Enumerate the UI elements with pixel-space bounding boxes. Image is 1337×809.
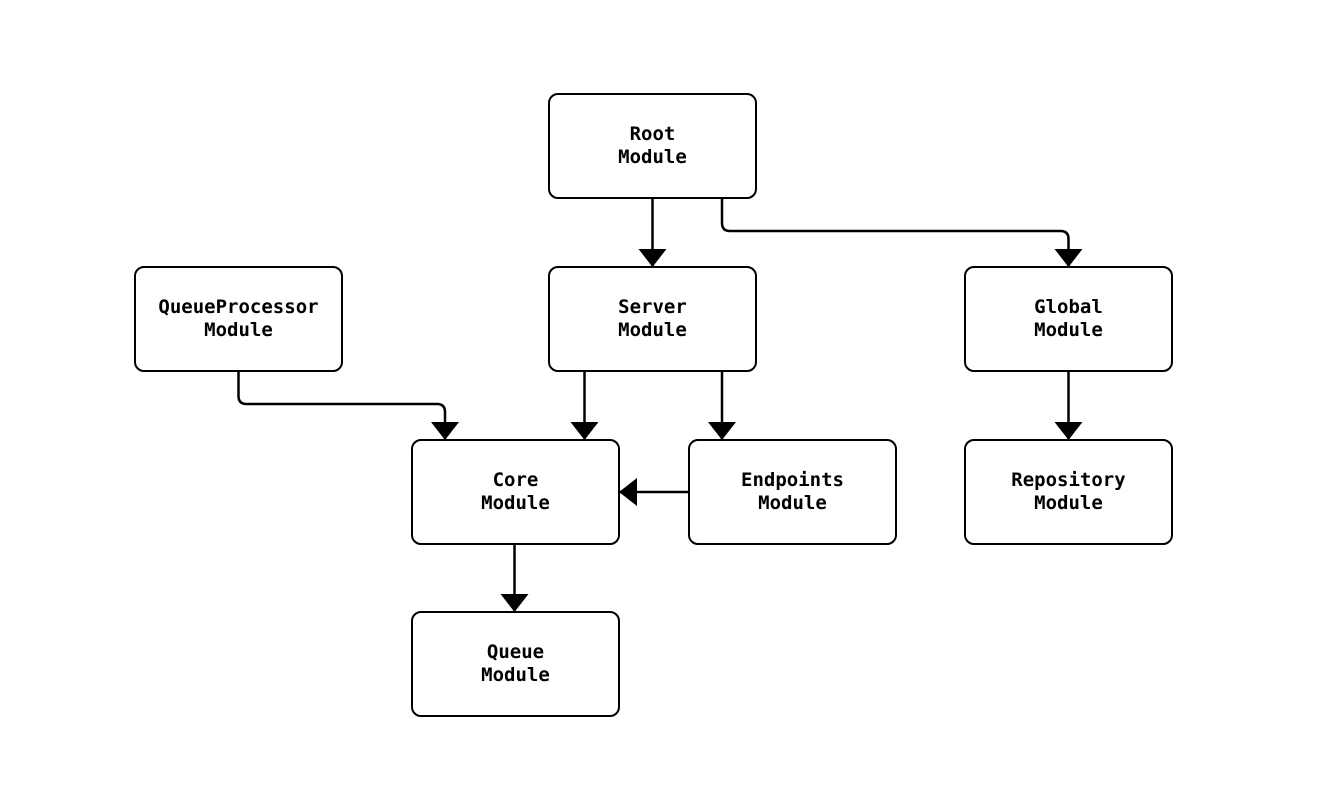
node-label-line1: Repository bbox=[1011, 469, 1126, 491]
node-label-line1: Global bbox=[1034, 296, 1103, 318]
node-core-module: Core Module bbox=[411, 439, 620, 545]
node-label-line1: Root bbox=[629, 123, 676, 145]
node-global-module: Global Module bbox=[964, 266, 1173, 372]
node-server-module: Server Module bbox=[548, 266, 757, 372]
node-label-line1: QueueProcessor bbox=[158, 296, 319, 318]
edge-queueprocessor-to-core bbox=[237, 372, 459, 440]
node-queueprocessor-module: QueueProcessor Module bbox=[134, 266, 343, 372]
node-repository-module: Repository Module bbox=[964, 439, 1173, 545]
node-label-line2: Module bbox=[758, 492, 827, 514]
node-endpoints-module: Endpoints Module bbox=[688, 439, 897, 545]
node-root-module: Root Module bbox=[548, 93, 757, 199]
node-label-line2: Module bbox=[204, 319, 273, 341]
node-label-line1: Queue bbox=[486, 641, 545, 663]
node-label-line2: Module bbox=[1034, 492, 1103, 514]
node-label-line2: Module bbox=[618, 146, 687, 168]
node-label-line2: Module bbox=[618, 319, 687, 341]
node-queue-module: Queue Module bbox=[411, 611, 620, 717]
node-label-line2: Module bbox=[481, 664, 550, 686]
edge-root-to-global bbox=[720, 199, 1083, 267]
node-label-line1: Server bbox=[618, 296, 687, 318]
node-label-line1: Endpoints bbox=[741, 469, 844, 491]
node-label-line1: Core bbox=[492, 469, 539, 491]
node-label-line2: Module bbox=[481, 492, 550, 514]
node-label-line2: Module bbox=[1034, 319, 1103, 341]
